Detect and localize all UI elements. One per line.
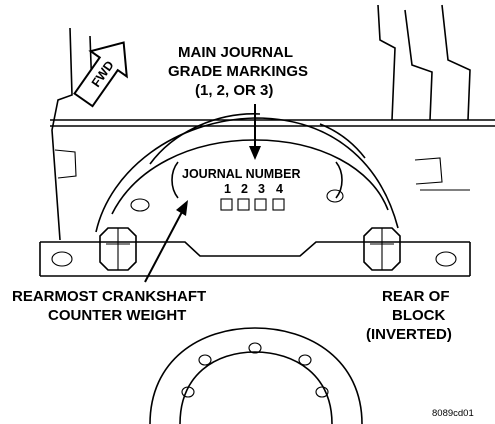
flange-hole-3 bbox=[248, 342, 262, 354]
web-hole-left bbox=[130, 198, 150, 212]
bolt-right bbox=[363, 227, 401, 271]
grade-box-3 bbox=[254, 198, 267, 211]
journal-number-label: JOURNAL NUMBER bbox=[182, 167, 301, 181]
grade-box-2 bbox=[237, 198, 250, 211]
counter-weight-callout: REARMOST CRANKSHAFT COUNTER WEIGHT bbox=[12, 288, 206, 324]
journal-digit-3: 3 bbox=[258, 182, 265, 196]
grade-box-1 bbox=[220, 198, 233, 211]
fwd-arrow: FWD bbox=[73, 41, 128, 108]
grade-box-4 bbox=[272, 198, 285, 211]
leader-counter-weight bbox=[144, 200, 188, 283]
rear-of-block-line-1: REAR OF bbox=[382, 288, 450, 305]
engine-block-outline bbox=[50, 4, 495, 241]
journal-digit-1: 1 bbox=[224, 182, 231, 196]
flange-hole-4 bbox=[298, 354, 312, 366]
journal-digit-4: 4 bbox=[276, 182, 283, 196]
main-journal-line-1: MAIN JOURNAL bbox=[178, 44, 293, 61]
rear-of-block-callout: REAR OF BLOCK (INVERTED) bbox=[366, 288, 452, 343]
counter-weight-line-2: COUNTER WEIGHT bbox=[48, 307, 186, 324]
flange-hole-2 bbox=[198, 354, 212, 366]
flange-hole-1 bbox=[181, 386, 195, 398]
journal-number-marking: JOURNAL NUMBER 1 2 3 4 bbox=[171, 161, 343, 211]
figure-id: 8089cd01 bbox=[432, 408, 474, 419]
bolt-left bbox=[99, 227, 137, 271]
bearing-cap bbox=[39, 241, 471, 277]
main-journal-callout: MAIN JOURNAL GRADE MARKINGS (1, 2, OR 3) bbox=[168, 44, 308, 99]
main-journal-line-2: GRADE MARKINGS bbox=[168, 63, 308, 80]
rear-of-block-line-2: BLOCK bbox=[392, 307, 445, 324]
block-hole-right bbox=[435, 251, 457, 267]
main-journal-line-3: (1, 2, OR 3) bbox=[195, 82, 273, 99]
rear-of-block-line-3: (INVERTED) bbox=[366, 326, 452, 343]
journal-digit-2: 2 bbox=[241, 182, 248, 196]
crankshaft-flange bbox=[149, 327, 363, 424]
leader-grade-markings bbox=[249, 104, 261, 160]
counter-weight-line-1: REARMOST CRANKSHAFT bbox=[12, 288, 206, 305]
flange-hole-5 bbox=[315, 386, 329, 398]
block-hole-left bbox=[51, 251, 73, 267]
web-hole-right bbox=[326, 189, 344, 203]
